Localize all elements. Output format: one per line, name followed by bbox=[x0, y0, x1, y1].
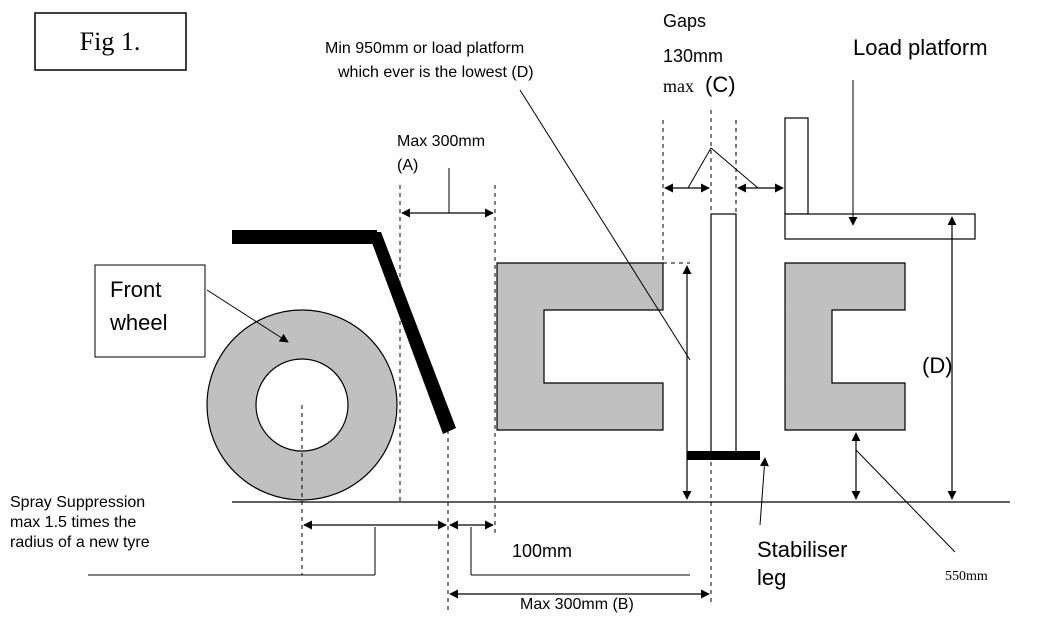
dim-100mm-label: 100mm bbox=[512, 541, 572, 561]
dimension-arrows bbox=[303, 183, 957, 599]
gaps-label-c: (C) bbox=[705, 72, 736, 97]
fig-label: Fig 1. bbox=[80, 27, 141, 56]
fig-label-box: Fig 1. bbox=[34, 12, 187, 71]
max300b-label: Max 300mm (B) bbox=[520, 596, 634, 613]
leader-lines bbox=[88, 80, 956, 576]
gaps-label-2: 130mm bbox=[663, 46, 723, 66]
spray-label-3: radius of a new tyre bbox=[10, 534, 150, 551]
load-platform-label: Load platform bbox=[853, 35, 988, 60]
front-wheel-callout: Front wheel bbox=[94, 264, 289, 358]
chassis-section-right bbox=[784, 262, 906, 431]
max300a-label-2: (A) bbox=[397, 157, 418, 174]
chassis-section-left bbox=[496, 262, 664, 431]
d-label: (D) bbox=[922, 353, 953, 378]
load-platform bbox=[784, 117, 976, 240]
dim-550mm-label: 550mm bbox=[945, 569, 988, 584]
min-950-label-1: Min 950mm or load platform bbox=[325, 40, 524, 57]
dashed-guides bbox=[301, 110, 737, 610]
front-wheel-label-2: wheel bbox=[109, 310, 167, 335]
gaps-label-1: Gaps bbox=[663, 11, 706, 31]
gaps-label-max: max bbox=[663, 76, 694, 96]
spray-label-2: max 1.5 times the bbox=[10, 514, 136, 531]
stabiliser-leg bbox=[687, 213, 760, 460]
max300a-label-1: Max 300mm bbox=[397, 133, 485, 150]
front-wheel-label-1: Front bbox=[110, 277, 161, 302]
stabiliser-label-2: leg bbox=[757, 565, 786, 590]
spray-label-1: Spray Suppression bbox=[10, 494, 145, 511]
stabiliser-label-1: Stabiliser bbox=[757, 537, 847, 562]
min-950-label-2: which ever is the lowest (D) bbox=[337, 64, 534, 81]
mudguard bbox=[232, 230, 456, 434]
